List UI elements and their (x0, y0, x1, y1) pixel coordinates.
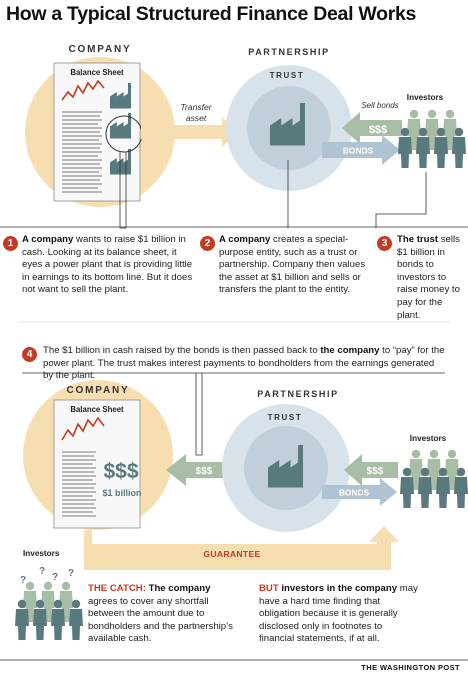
but-text: BUT investors in the company may have a … (259, 583, 419, 646)
partnership-label: PARTNERSHIP (248, 47, 329, 57)
step-2-text: A company creates a special-purpose enti… (219, 234, 369, 297)
investors-group (400, 449, 468, 508)
step-lead: The trust (397, 234, 439, 245)
step-body: The $1 billion in cash raised by the bon… (43, 345, 321, 356)
but-lead: BUT (259, 583, 279, 594)
bonds-label: BONDS (343, 146, 374, 156)
question-mark: ? (20, 575, 26, 586)
bonds-label: BONDS (339, 488, 370, 498)
step-body: creates a special-purpose entity, such a… (219, 234, 366, 296)
step-lead: A company (22, 234, 74, 245)
catch-text: THE CATCH: The company agrees to cover a… (88, 583, 236, 646)
bonds-arrow (322, 135, 400, 165)
cash-arrow (344, 454, 398, 486)
trust-label: TRUST (268, 413, 303, 422)
question-mark: ? (39, 566, 45, 577)
guarantee-bar (92, 544, 384, 562)
catch-subject: The company (145, 583, 211, 594)
pointer-line-3 (375, 172, 427, 228)
bonds-arrow (322, 478, 397, 506)
company-label: COMPANY (69, 44, 132, 55)
sheet-text-lines (62, 451, 96, 517)
step-body: sells $1 billion in bonds to investors t… (397, 234, 460, 321)
question-marks: ? ? ? ? (20, 566, 74, 586)
step-lead: the company (320, 345, 380, 356)
step-number-badge: 2 (200, 236, 215, 251)
cash-arrow (342, 112, 402, 144)
cash-amount-symbol: $$$ (103, 460, 138, 483)
pointer-line-1 (119, 152, 127, 229)
trust-label: TRUST (270, 71, 305, 80)
catch-body: agrees to cover any shortfall between th… (88, 595, 233, 645)
step-body: wants to raise $1 billion in cash. Looki… (22, 234, 193, 296)
question-mark: ? (68, 568, 74, 579)
investors-group (398, 109, 466, 168)
cash-amount-label: $1 billion (102, 488, 141, 498)
earnings-line-icon (61, 416, 105, 441)
step-lead: A company (219, 234, 271, 245)
credit-line: THE WASHINGTON POST (361, 663, 460, 672)
company-investors-group (15, 581, 83, 640)
transfer-asset-label: Transfer (180, 102, 212, 112)
investors-label: Investors (23, 549, 60, 558)
investors-label: Investors (410, 434, 447, 443)
cash-symbol: $$$ (369, 124, 387, 136)
company-label: COMPANY (67, 385, 130, 396)
balance-sheet-title: Balance Sheet (70, 68, 124, 77)
step-body: to “pay” for the power plant. The trust … (43, 345, 445, 382)
guarantee-label: GUARANTEE (203, 549, 260, 559)
cash-symbol: $$$ (196, 466, 213, 477)
guarantee-bar (84, 526, 399, 570)
cash-symbol: $$$ (367, 466, 384, 477)
page-title: How a Typical Structured Finance Deal Wo… (6, 3, 417, 25)
sell-bonds-label: Sell bonds (361, 101, 398, 110)
step-number-badge: 3 (377, 236, 392, 251)
step-1-text: A company wants to raise $1 billion in c… (22, 234, 198, 297)
transfer-asset-label: asset (186, 113, 207, 123)
but-body: may have a hard time finding that obliga… (259, 583, 418, 645)
transfer-arrow (141, 117, 238, 147)
step-number-badge: 1 (3, 236, 18, 251)
question-mark: ? (52, 572, 58, 583)
balance-sheet-title: Balance Sheet (70, 405, 124, 414)
but-subject: investors in the company (278, 583, 398, 594)
step-3-text: The trust sells $1 billion in bonds to i… (397, 234, 467, 322)
sheet-text-lines (62, 111, 102, 193)
step-4-text: The $1 billion in cash raised by the bon… (43, 345, 447, 383)
catch-lead: THE CATCH: (88, 583, 146, 594)
pointer-line-4 (195, 373, 203, 456)
earnings-line-icon (61, 79, 105, 101)
investors-label: Investors (407, 93, 444, 102)
step-number-badge: 4 (22, 347, 37, 362)
cash-to-company-arrow (166, 454, 232, 486)
partnership-label: PARTNERSHIP (257, 389, 338, 399)
